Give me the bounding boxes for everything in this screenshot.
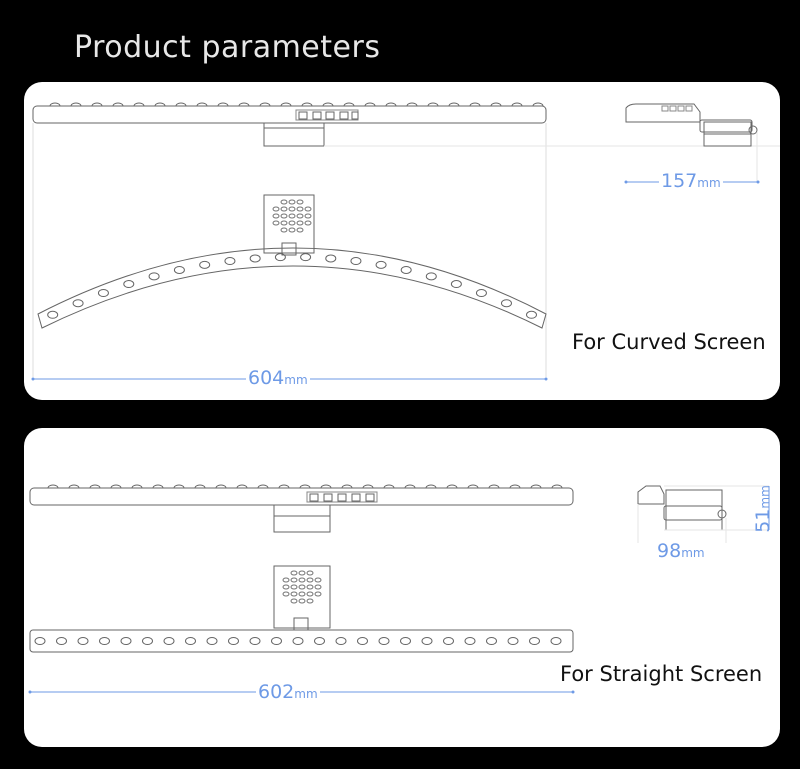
curved-depth-value: 157: [661, 170, 698, 192]
curved-caption: For Curved Screen: [572, 330, 766, 354]
straight-height-unit: mm: [757, 485, 772, 509]
straight-height-value: 51: [751, 508, 774, 533]
straight-side-view: [637, 485, 727, 531]
page-title: Product parameters: [74, 30, 381, 65]
curved-depth-unit: mm: [697, 176, 721, 190]
straight-width-value: 602: [258, 681, 295, 703]
curved-width-value: 604: [248, 367, 285, 389]
straight-screen-panel: 602mm 98mm 51mm For Straight Screen: [24, 428, 780, 747]
straight-caption: For Straight Screen: [560, 662, 763, 686]
straight-clamp-plate: [273, 565, 331, 631]
curved-clamp-plate: [263, 194, 315, 256]
straight-width-dimension: 602mm: [256, 681, 320, 703]
straight-depth-dimension: 98mm: [655, 540, 707, 562]
curved-light-bar: [32, 102, 547, 147]
curved-counterweight-arc: [37, 247, 547, 329]
straight-height-dimension: 51mm: [752, 485, 774, 533]
curved-width-dimension: 604mm: [246, 367, 310, 389]
straight-lamp-drawing: [28, 484, 770, 694]
straight-light-bar: [29, 484, 574, 533]
straight-depth-unit: mm: [681, 546, 705, 560]
curved-width-unit: mm: [284, 373, 308, 387]
curved-depth-dimension: 157mm: [659, 170, 723, 192]
curved-screen-panel: 604mm 157mm For Curved Screen: [24, 82, 780, 400]
straight-counterweight-bar: [29, 629, 574, 653]
straight-depth-value: 98: [657, 540, 682, 562]
curved-side-view: [625, 103, 758, 147]
straight-width-unit: mm: [294, 687, 318, 701]
